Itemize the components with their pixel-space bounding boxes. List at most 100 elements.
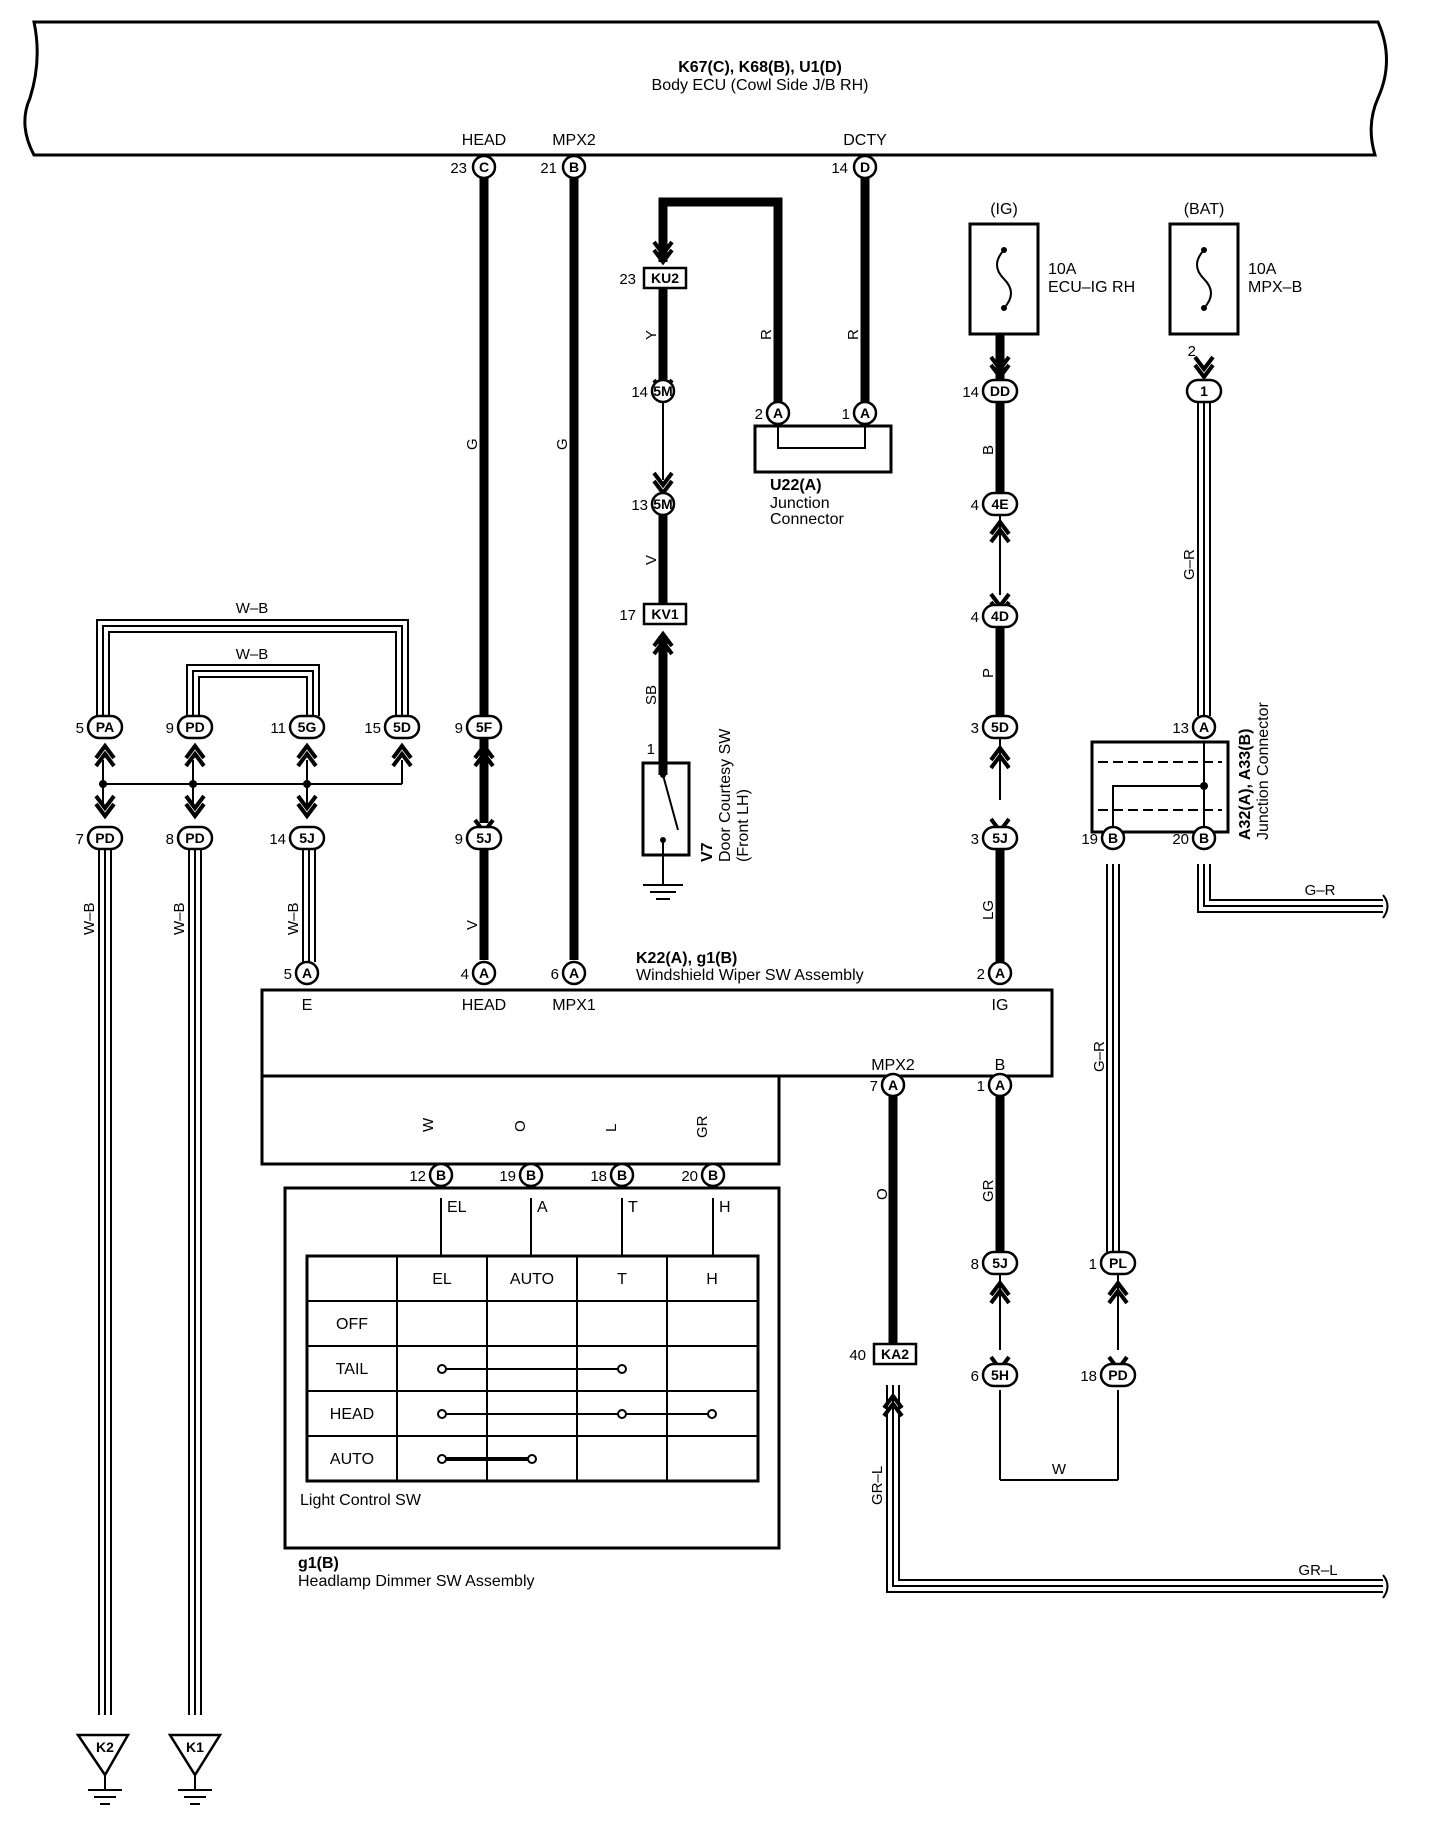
svg-text:20: 20 [1172, 831, 1189, 848]
svg-text:O: O [512, 1120, 529, 1132]
svg-text:G–R: G–R [1305, 882, 1336, 899]
svg-text:A: A [860, 405, 870, 421]
svg-text:G–R: G–R [1091, 1041, 1108, 1072]
svg-text:H: H [706, 1271, 718, 1288]
connector-b20: B20 [1172, 825, 1217, 851]
svg-text:V: V [643, 555, 660, 565]
svg-text:7: 7 [870, 1078, 878, 1095]
svg-text:5G: 5G [298, 719, 317, 735]
svg-text:8: 8 [971, 1256, 979, 1273]
svg-text:DD: DD [990, 383, 1010, 399]
svg-text:9: 9 [166, 720, 174, 737]
svg-text:W–B: W–B [236, 600, 269, 617]
svg-text:Junction: Junction [770, 495, 830, 512]
svg-text:B: B [526, 1167, 536, 1183]
svg-text:K1: K1 [186, 1739, 204, 1755]
connector-c5j-r: 5J3 [971, 825, 1019, 851]
svg-text:B: B [995, 1057, 1006, 1074]
ecu-term-head: HEAD [462, 132, 506, 149]
connector-u22-2: A2 [755, 400, 791, 426]
svg-text:T: T [617, 1271, 627, 1288]
connector-a13: A13 [1172, 714, 1217, 740]
body-ecu: K67(C), K68(B), U1(D) Body ECU (Cowl Sid… [23, 20, 1388, 157]
svg-text:(BAT): (BAT) [1184, 201, 1225, 218]
svg-text:21: 21 [540, 160, 557, 177]
svg-text:40: 40 [849, 1347, 866, 1364]
svg-text:23: 23 [450, 160, 467, 177]
ecu-term-mpx2: MPX2 [552, 132, 596, 149]
svg-text:A: A [302, 965, 312, 981]
ground-k1: K1 [167, 1733, 223, 1805]
svg-text:5: 5 [76, 720, 84, 737]
svg-text:3: 3 [971, 720, 979, 737]
svg-text:KA2: KA2 [881, 1346, 909, 1362]
svg-text:5D: 5D [991, 719, 1009, 735]
connector-c5j8: 5J8 [971, 1250, 1019, 1276]
svg-text:9: 9 [455, 720, 463, 737]
svg-text:OFF: OFF [336, 1316, 368, 1333]
svg-text:8: 8 [166, 831, 174, 848]
svg-text:A: A [569, 965, 579, 981]
ecu-subtitle: Body ECU (Cowl Side J/B RH) [652, 77, 869, 94]
svg-text:R: R [758, 329, 775, 340]
svg-text:15: 15 [364, 720, 381, 737]
svg-text:EL: EL [432, 1271, 452, 1288]
connector-hb12: B12 [409, 1162, 454, 1188]
svg-text:12: 12 [409, 1168, 426, 1185]
svg-text:5: 5 [284, 966, 292, 983]
junction-a32-a33: A32(A), A33(B) Junction Connector [1090, 701, 1272, 840]
svg-text:5J: 5J [476, 830, 492, 846]
connector-bat1: 1 [1185, 378, 1223, 404]
connector-c4d: 4D4 [971, 603, 1019, 629]
svg-text:W: W [1052, 1461, 1067, 1478]
svg-text:PD: PD [185, 719, 204, 735]
svg-text:14: 14 [962, 384, 979, 401]
svg-text:LG: LG [980, 900, 997, 920]
svg-text:A: A [995, 1077, 1005, 1093]
connector-wa6: A6 [551, 960, 587, 986]
svg-text:13: 13 [631, 497, 648, 514]
svg-text:1: 1 [842, 406, 850, 423]
svg-text:GR–L: GR–L [869, 1466, 886, 1505]
svg-text:G: G [554, 438, 571, 450]
svg-text:K2: K2 [96, 1739, 114, 1755]
svg-text:14: 14 [831, 160, 848, 177]
svg-text:P: P [980, 668, 997, 678]
connector-c4e: 4E 4 [971, 491, 1019, 517]
svg-text:5M: 5M [653, 383, 672, 399]
svg-text:B: B [569, 159, 579, 175]
svg-text:PD: PD [1108, 1367, 1127, 1383]
wires [96, 178, 1383, 1715]
svg-text:4E: 4E [991, 496, 1008, 512]
svg-text:Light Control SW: Light Control SW [300, 1492, 422, 1509]
svg-text:KU2: KU2 [651, 270, 679, 286]
connector-dd: DD 14 [962, 378, 1019, 404]
svg-text:GR–L: GR–L [1298, 1562, 1337, 1579]
svg-text:W–B: W–B [81, 902, 98, 935]
svg-text:HEAD: HEAD [462, 997, 506, 1014]
connector-hb18: B18 [590, 1162, 635, 1188]
svg-text:Junction Connector: Junction Connector [1255, 701, 1272, 840]
wire-labels: G G Y R R V SB B P LG G–R G–R G–R W–B W–… [81, 329, 1338, 1579]
svg-text:1: 1 [647, 741, 655, 758]
svg-text:18: 18 [1080, 1368, 1097, 1385]
svg-text:11: 11 [270, 720, 286, 737]
light-control-table: EL AUTO T H OFF TAIL HEAD AUTO Light Con… [300, 1254, 760, 1509]
ecu-term-dcty: DCTY [843, 132, 887, 149]
connector-b19: B19 [1081, 825, 1126, 851]
connector-c5j9: 5J9 [455, 825, 503, 851]
svg-text:G: G [464, 438, 481, 450]
connector-wa2: A2 [977, 960, 1013, 986]
svg-text:23: 23 [619, 271, 636, 288]
svg-text:(IG): (IG) [990, 201, 1018, 218]
connector-c5d-r: 5D 3 [971, 714, 1019, 740]
windshield-wiper-sw-assembly: K22(A), g1(B) Windshield Wiper SW Assemb… [260, 950, 1054, 1166]
svg-text:B: B [617, 1167, 627, 1183]
fuse-ecu-ig-rh: (IG) 10A ECU–IG RH [968, 201, 1135, 336]
door-courtesy-switch: 1 V7 Door Courtesy SW (Front LH) [641, 728, 752, 900]
ground-k2: K2 [75, 1733, 131, 1805]
svg-text:13: 13 [1172, 720, 1189, 737]
svg-text:A: A [479, 965, 489, 981]
connector-wa1: A1 [977, 1072, 1013, 1098]
svg-text:4: 4 [971, 497, 979, 514]
